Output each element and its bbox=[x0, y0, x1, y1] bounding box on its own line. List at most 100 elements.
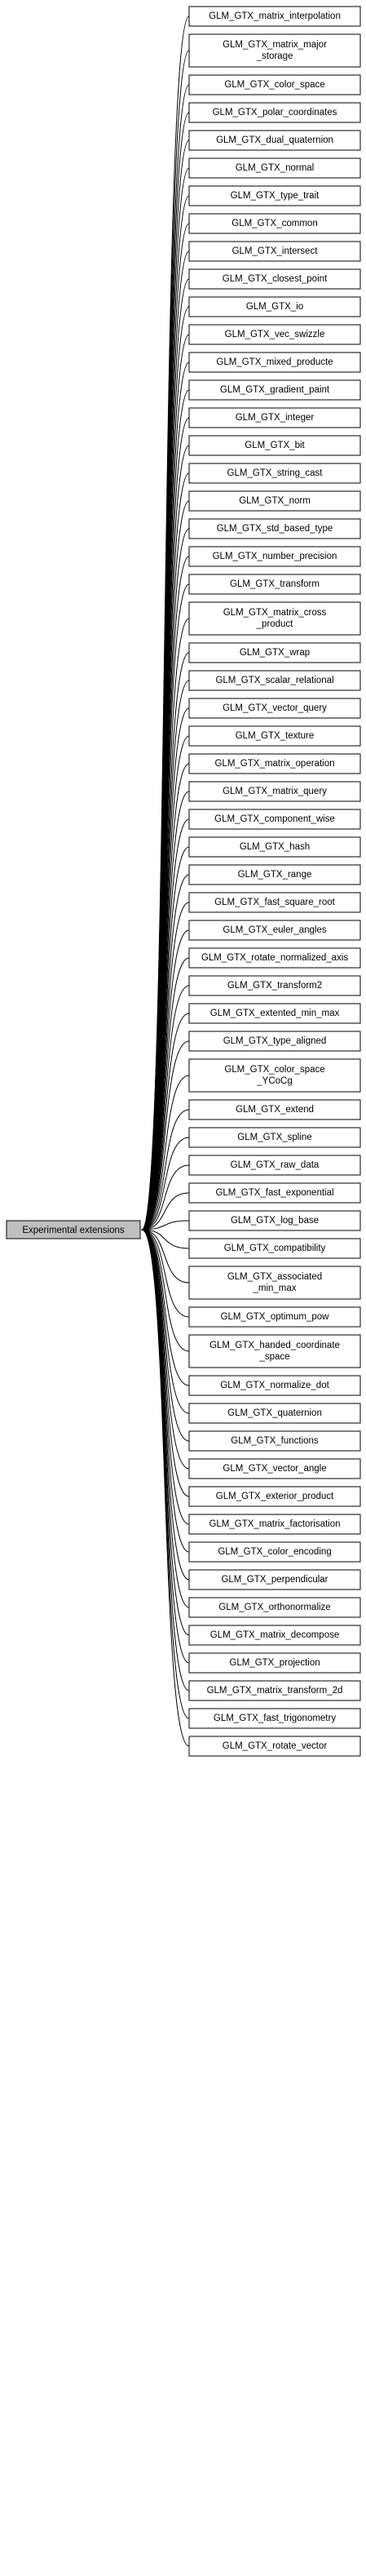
module-node-label: GLM_GTX_texture bbox=[236, 731, 315, 741]
module-node[interactable]: GLM_GTX_color_space_YCoCg bbox=[188, 1058, 361, 1093]
module-node[interactable]: GLM_GTX_color_space bbox=[188, 74, 361, 95]
module-node[interactable]: GLM_GTX_fast_square_root bbox=[188, 892, 361, 913]
module-node[interactable]: GLM_GTX_transform bbox=[188, 574, 361, 595]
module-node[interactable]: GLM_GTX_matrix_decompose bbox=[188, 1625, 361, 1646]
module-node[interactable]: GLM_GTX_extend bbox=[188, 1099, 361, 1120]
dependency-edge bbox=[141, 1164, 190, 1233]
module-node[interactable]: GLM_GTX_bit bbox=[188, 435, 361, 456]
module-node-box bbox=[188, 892, 361, 913]
module-node[interactable]: GLM_GTX_matrix_major_storage bbox=[188, 33, 361, 68]
module-node-box bbox=[188, 407, 361, 428]
module-node[interactable]: GLM_GTX_matrix_query bbox=[188, 781, 361, 802]
module-node[interactable]: GLM_GTX_rotate_normalized_axis bbox=[188, 947, 361, 969]
module-node[interactable]: GLM_GTX_type_trait bbox=[188, 185, 361, 206]
module-node[interactable]: GLM_GTX_log_base bbox=[188, 1210, 361, 1231]
module-node[interactable]: GLM_GTX_type_aligned bbox=[188, 1031, 361, 1052]
module-node-label: GLM_GTX_euler_angles bbox=[223, 925, 326, 935]
module-node[interactable]: GLM_GTX_exterior_product bbox=[188, 1486, 361, 1507]
dependency-edge bbox=[141, 1226, 190, 1414]
module-node[interactable]: GLM_GTX_vec_swizzle bbox=[188, 324, 361, 345]
module-node-label: GLM_GTX_log_base bbox=[231, 1216, 319, 1226]
module-node[interactable]: GLM_GTX_number_precision bbox=[188, 546, 361, 567]
module-node[interactable]: GLM_GTX_extented_min_max bbox=[188, 1003, 361, 1024]
module-node[interactable]: GLM_GTX_fast_exponential bbox=[188, 1182, 361, 1204]
module-node[interactable]: GLM_GTX_texture bbox=[188, 725, 361, 747]
module-node-label: GLM_GTX_scalar_relational bbox=[215, 676, 333, 685]
module-node[interactable]: GLM_GTX_hash bbox=[188, 836, 361, 858]
module-node[interactable]: GLM_GTX_norm bbox=[188, 490, 361, 512]
module-node[interactable]: GLM_GTX_rotate_vector bbox=[188, 1736, 361, 1757]
module-node-label: GLM_GTX_vector_query bbox=[223, 703, 327, 713]
dependency-edge bbox=[141, 1013, 190, 1233]
module-node[interactable]: GLM_GTX_matrix_factorisation bbox=[188, 1514, 361, 1535]
center-node-experimental-extensions[interactable]: Experimental extensions bbox=[6, 1220, 141, 1239]
module-node-label: GLM_GTX_functions bbox=[231, 1436, 319, 1446]
module-node-box bbox=[188, 1155, 361, 1176]
module-node[interactable]: GLM_GTX_compatibility bbox=[188, 1238, 361, 1259]
module-node-label: GLM_GTX_transform2 bbox=[227, 981, 322, 991]
module-node[interactable]: GLM_GTX_intersect bbox=[188, 241, 361, 262]
module-node[interactable]: GLM_GTX_io bbox=[188, 296, 361, 317]
module-node[interactable]: GLM_GTX_matrix_cross_product bbox=[188, 601, 361, 636]
module-node-label: GLM_GTX_color_space bbox=[224, 1065, 324, 1075]
module-node-box bbox=[188, 1736, 361, 1757]
module-node-box bbox=[188, 1541, 361, 1563]
module-node-box bbox=[188, 725, 361, 747]
module-node-label: GLM_GTX_rotate_vector bbox=[223, 1741, 328, 1751]
module-node[interactable]: GLM_GTX_raw_data bbox=[188, 1155, 361, 1176]
module-node[interactable]: GLM_GTX_transform2 bbox=[188, 975, 361, 996]
module-node[interactable]: GLM_GTX_orthonormalize bbox=[188, 1597, 361, 1618]
module-node-label: GLM_GTX_matrix_interpolation bbox=[209, 11, 341, 21]
module-node-box bbox=[188, 130, 361, 151]
module-node[interactable]: GLM_GTX_vector_query bbox=[188, 698, 361, 719]
module-node[interactable]: GLM_GTX_string_cast bbox=[188, 463, 361, 484]
module-node-label: GLM_GTX_fast_exponential bbox=[215, 1188, 333, 1198]
module-node-label: GLM_GTX_fast_trigonometry bbox=[214, 1714, 336, 1723]
module-node[interactable]: GLM_GTX_dual_quaternion bbox=[188, 130, 361, 151]
module-node-label: _space bbox=[258, 1352, 289, 1362]
module-node[interactable]: GLM_GTX_perpendicular bbox=[188, 1569, 361, 1590]
module-node[interactable]: GLM_GTX_vector_angle bbox=[188, 1458, 361, 1479]
module-node[interactable]: GLM_GTX_fast_trigonometry bbox=[188, 1708, 361, 1729]
module-node[interactable]: GLM_GTX_range bbox=[188, 864, 361, 885]
module-node[interactable]: GLM_GTX_quaternion bbox=[188, 1403, 361, 1424]
module-node[interactable]: GLM_GTX_matrix_interpolation bbox=[188, 6, 361, 27]
module-node[interactable]: GLM_GTX_matrix_transform_2d bbox=[188, 1680, 361, 1701]
module-node-box bbox=[188, 809, 361, 830]
module-node-label: GLM_GTX_vec_swizzle bbox=[225, 330, 325, 339]
module-node-box bbox=[188, 1514, 361, 1535]
module-node[interactable]: GLM_GTX_normal bbox=[188, 157, 361, 179]
module-node-label: GLM_GTX_bit bbox=[245, 441, 305, 450]
module-node[interactable]: GLM_GTX_matrix_operation bbox=[188, 753, 361, 774]
module-node[interactable]: GLM_GTX_normalize_dot bbox=[188, 1375, 361, 1396]
module-node[interactable]: GLM_GTX_scalar_relational bbox=[188, 670, 361, 691]
module-node-box bbox=[188, 975, 361, 996]
module-node[interactable]: GLM_GTX_polar_coordinates bbox=[188, 102, 361, 123]
module-node[interactable]: GLM_GTX_integer bbox=[188, 407, 361, 428]
module-node-label: GLM_GTX_matrix_cross bbox=[223, 608, 327, 618]
module-node-box bbox=[188, 1127, 361, 1148]
module-node-box bbox=[188, 1306, 361, 1328]
module-node[interactable]: GLM_GTX_std_based_type bbox=[188, 518, 361, 539]
module-node[interactable]: GLM_GTX_handed_coordinate_space bbox=[188, 1334, 361, 1368]
module-node-label: GLM_GTX_optimum_pow bbox=[221, 1312, 330, 1322]
module-node[interactable]: GLM_GTX_mixed_producte bbox=[188, 352, 361, 373]
module-node[interactable]: GLM_GTX_spline bbox=[188, 1127, 361, 1148]
module-node-label: GLM_GTX_transform bbox=[230, 579, 320, 589]
module-node[interactable]: GLM_GTX_euler_angles bbox=[188, 920, 361, 941]
module-node[interactable]: GLM_GTX_gradient_paint bbox=[188, 379, 361, 401]
module-node-box bbox=[188, 1210, 361, 1231]
module-node[interactable]: GLM_GTX_associated_min_max bbox=[188, 1266, 361, 1300]
module-node[interactable]: GLM_GTX_component_wise bbox=[188, 809, 361, 830]
module-node[interactable]: GLM_GTX_functions bbox=[188, 1430, 361, 1452]
module-node[interactable]: GLM_GTX_wrap bbox=[188, 642, 361, 663]
module-node-box bbox=[188, 1003, 361, 1024]
module-node[interactable]: GLM_GTX_closest_point bbox=[188, 268, 361, 290]
module-node-box bbox=[188, 1375, 361, 1396]
module-node[interactable]: GLM_GTX_projection bbox=[188, 1652, 361, 1674]
module-node[interactable]: GLM_GTX_optimum_pow bbox=[188, 1306, 361, 1328]
module-node[interactable]: GLM_GTX_common bbox=[188, 213, 361, 234]
module-node-label: _min_max bbox=[252, 1284, 296, 1293]
module-node[interactable]: GLM_GTX_color_encoding bbox=[188, 1541, 361, 1563]
